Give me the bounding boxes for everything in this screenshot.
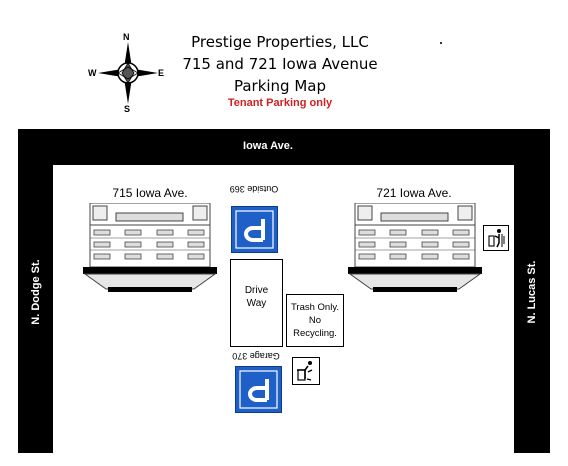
dodge-st-road bbox=[18, 129, 53, 453]
property-addresses: 715 and 721 Iowa Avenue bbox=[182, 55, 378, 73]
parking-sign-garage[interactable] bbox=[235, 366, 282, 413]
outside-369-label: Outside 369 bbox=[229, 184, 279, 194]
compass-s-label: S bbox=[124, 104, 131, 114]
lucas-st-road bbox=[514, 129, 550, 453]
parking-sign-outside[interactable] bbox=[231, 206, 278, 253]
garage-370-label: Garage 370 bbox=[232, 351, 280, 361]
compass-e-label: E bbox=[158, 68, 165, 78]
parking-sign-icon bbox=[235, 210, 274, 249]
trash-can-icon bbox=[292, 357, 320, 385]
compass-w-label: W bbox=[88, 68, 97, 78]
tenant-parking-note: Tenant Parking only bbox=[227, 97, 333, 109]
lucas-st-label: N. Lucas St. bbox=[526, 260, 538, 324]
parking-sign-icon bbox=[239, 370, 278, 409]
trash-area: Trash Only. No Recycling. bbox=[286, 294, 344, 347]
stray-dot bbox=[440, 42, 442, 44]
compass-rose-icon bbox=[98, 42, 158, 104]
building-721 bbox=[345, 202, 485, 293]
driveway-label-1: Drive bbox=[244, 285, 269, 296]
compass: N S W E bbox=[88, 32, 168, 116]
building-715-drawing bbox=[83, 202, 217, 292]
building-721-label: 721 Iowa Ave. bbox=[376, 186, 452, 200]
company-name: Prestige Properties, LLC bbox=[191, 33, 369, 51]
building-721-drawing bbox=[348, 202, 482, 292]
compass-n-label: N bbox=[123, 32, 130, 42]
iowa-ave-road bbox=[18, 129, 550, 165]
driveway: Drive Way bbox=[230, 259, 283, 347]
iowa-ave-label: Iowa Ave. bbox=[243, 140, 293, 152]
trash-label: Trash Only. No Recycling. bbox=[290, 302, 340, 339]
map-title: Parking Map bbox=[233, 77, 327, 95]
building-715 bbox=[80, 202, 220, 293]
driveway-label-2: Way bbox=[246, 298, 267, 309]
recycling-person-icon bbox=[483, 225, 509, 251]
building-715-label: 715 Iowa Ave. bbox=[112, 186, 188, 200]
dodge-st-label: N. Dodge St. bbox=[30, 259, 42, 325]
